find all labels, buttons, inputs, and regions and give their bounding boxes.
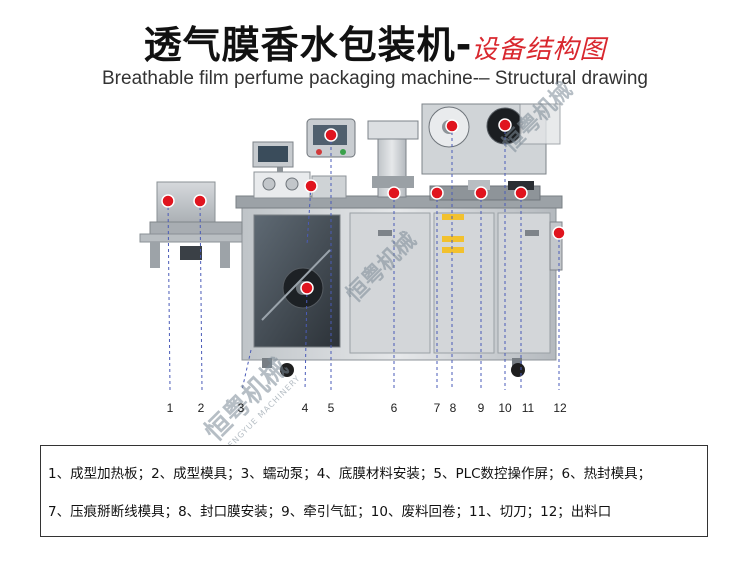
red-markers (161, 118, 566, 295)
marker-9 (474, 186, 488, 200)
door-handle-1 (378, 230, 392, 236)
page-title: 透气膜香水包装机-设备结构图 (0, 14, 750, 69)
title-dash: - (455, 23, 472, 67)
cabinet-door-2 (433, 212, 495, 354)
peristaltic-pump (253, 171, 311, 199)
callout-9: 9 (477, 401, 485, 415)
callout-7: 7 (433, 401, 441, 415)
cabinet-door-1 (349, 212, 431, 354)
marker-12 (552, 226, 566, 240)
warning-sticker-1 (442, 214, 464, 220)
marker-7 (430, 186, 444, 200)
marker-5 (324, 128, 338, 142)
cabinet-door-3 (497, 212, 551, 354)
callout-11: 11 (521, 401, 535, 415)
title-main: 透气膜香水包装机 (143, 23, 456, 67)
machine-diagram (139, 103, 566, 391)
legend-line-1: 1、成型加热板；2、成型模具；3、蠕动泵；4、底膜材料安装；5、PLC数控操作屏… (48, 466, 652, 482)
marker-10 (498, 118, 512, 132)
title-accent: 设备结构图 (471, 35, 607, 65)
callout-5: 5 (327, 401, 335, 415)
marker-6 (387, 186, 401, 200)
callout-12: 12 (553, 401, 567, 415)
leader-lines (167, 125, 560, 391)
marker-11 (514, 186, 528, 200)
wheel-left (280, 363, 294, 377)
legend-box: 1、成型加热板；2、成型模具；3、蠕动泵；4、底膜材料安装；5、PLC数控操作屏… (40, 445, 708, 537)
callout-6: 6 (390, 401, 398, 415)
marker-8 (445, 119, 459, 133)
forming-rails (139, 233, 243, 243)
marker-2 (193, 194, 207, 208)
forming-mold-frame (149, 221, 243, 235)
marker-1 (161, 194, 175, 208)
marker-3 (304, 179, 318, 193)
marker-4 (300, 281, 314, 295)
warning-sticker-2 (442, 236, 464, 242)
callout-1: 1 (166, 401, 174, 415)
door-handle-2 (525, 230, 539, 236)
page-subtitle: Breathable film perfume packaging machin… (102, 68, 648, 89)
callout-3: 3 (237, 401, 245, 415)
warning-sticker-3 (442, 247, 464, 253)
callout-8: 8 (449, 401, 457, 415)
callout-4: 4 (301, 401, 309, 415)
plc-screen-display (258, 146, 288, 162)
wheel-right (511, 363, 525, 377)
callout-10: 10 (498, 401, 512, 415)
legend-line-2: 7、压痕掰断线模具；8、封口膜安装；9、牵引气缸；10、废料回卷；11、切刀；1… (48, 504, 612, 520)
callout-2: 2 (197, 401, 205, 415)
